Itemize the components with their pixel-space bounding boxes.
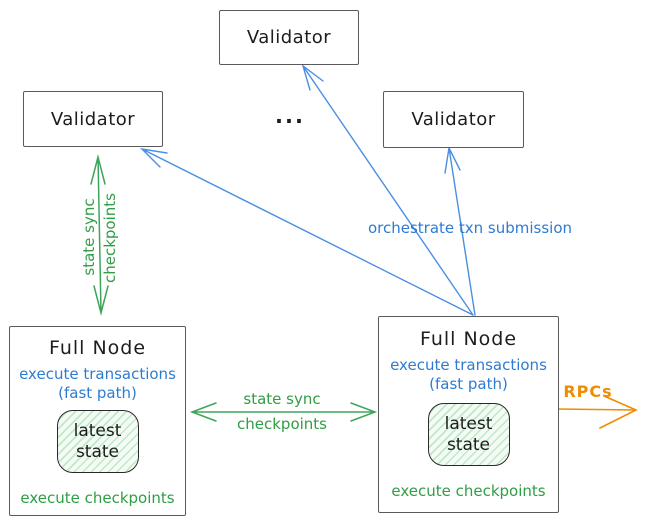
validator-box-right: Validator bbox=[383, 91, 524, 148]
horizontal-sync-label-line2: checkpoints bbox=[237, 415, 327, 433]
full-node-right-footer: execute checkpoints bbox=[391, 482, 546, 500]
validator-left-label: Validator bbox=[50, 108, 136, 130]
vertical-sync-label-line1: state sync bbox=[80, 198, 98, 276]
full-node-left-exec-line2: (fast path) bbox=[58, 384, 137, 402]
rpcs-label: RPCs bbox=[563, 382, 613, 401]
full-node-left-footer: execute checkpoints bbox=[20, 489, 175, 507]
arrow-state-sync-horizontal bbox=[189, 402, 378, 422]
validators-ellipsis: ... bbox=[275, 104, 305, 128]
validator-top-label: Validator bbox=[246, 27, 332, 48]
latest-state-right-line1: latest bbox=[444, 413, 493, 434]
arrow-rpcs bbox=[556, 395, 638, 429]
full-node-left-exec-line1: execute transactions bbox=[19, 365, 176, 383]
full-node-right-exec-line1: execute transactions bbox=[390, 356, 547, 374]
arrow-orchestrate-to-top-validator bbox=[301, 64, 474, 316]
arrow-state-sync-vertical bbox=[90, 154, 109, 316]
horizontal-sync-label-line1: state sync bbox=[243, 390, 321, 408]
latest-state-box-left: latest state bbox=[56, 410, 139, 473]
full-node-right-exec-line2: (fast path) bbox=[429, 375, 508, 393]
validator-box-top: Validator bbox=[219, 10, 359, 65]
arrow-orchestrate-to-right-validator bbox=[444, 145, 476, 316]
latest-state-left-line2: state bbox=[75, 441, 120, 462]
vertical-sync-label-line2: checkpoints bbox=[101, 193, 119, 283]
latest-state-left-line1: latest bbox=[73, 420, 122, 441]
orchestrate-label: orchestrate txn submission bbox=[367, 219, 573, 237]
full-node-box-right: Full Node execute transactions (fast pat… bbox=[378, 316, 559, 513]
full-node-right-title: Full Node bbox=[419, 328, 518, 350]
full-node-left-title: Full Node bbox=[48, 337, 147, 359]
validator-right-label: Validator bbox=[411, 109, 496, 130]
latest-state-right-line2: state bbox=[446, 434, 491, 455]
latest-state-box-right: latest state bbox=[427, 403, 510, 466]
validator-box-left: Validator bbox=[23, 91, 163, 147]
arrow-orchestrate-to-left-validator bbox=[139, 147, 474, 316]
full-node-box-left: Full Node execute transactions (fast pat… bbox=[9, 326, 186, 516]
